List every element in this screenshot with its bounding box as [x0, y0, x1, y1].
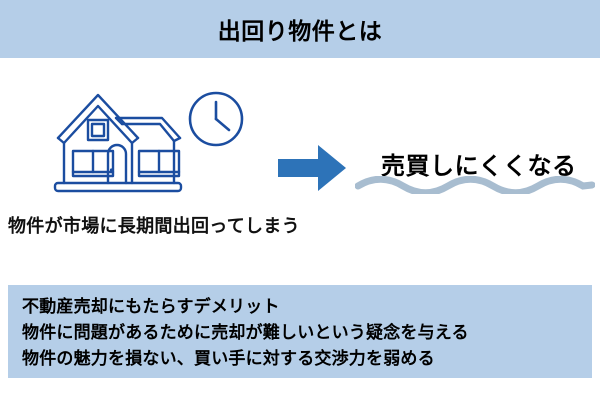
- info-box-line-1: 物件に問題があるために売却が難しいという疑念を与える: [22, 323, 469, 342]
- info-box-line-2: 物件の魅力を損ない、買い手に対する交渉力を弱める: [22, 349, 435, 368]
- info-box-heading: 不動産売却にもたらすデメリット: [22, 297, 280, 316]
- right-arrow-icon: [276, 143, 348, 193]
- header-band: [0, 0, 600, 58]
- house-icon: [53, 93, 183, 193]
- clock-icon: [188, 91, 244, 147]
- effect-headline: 売買しにくくなる: [381, 153, 577, 180]
- info-box: 不動産売却にもたらすデメリット 物件に問題があるために売却が難しいという疑念を与…: [8, 285, 592, 378]
- illustration-group: [52, 86, 252, 196]
- cause-caption: 物件が市場に長期間出回ってしまう: [8, 216, 300, 236]
- page-title: 出回り物件とは: [217, 18, 383, 44]
- wave-underline-icon: [354, 175, 596, 197]
